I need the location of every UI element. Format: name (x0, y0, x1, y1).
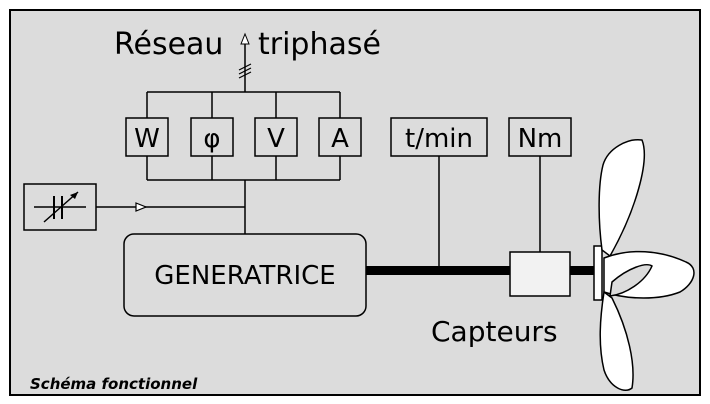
generator-block: GENERATRICE (123, 233, 367, 317)
meter-phi: φ (190, 117, 234, 157)
torque-label: Nm (518, 124, 563, 154)
generator-label: GENERATRICE (154, 261, 335, 291)
network-label: Réseau (114, 27, 223, 62)
torque-meter: Nm (508, 117, 572, 252)
meter-a-label: A (331, 124, 349, 154)
sensors-label: Capteurs (431, 315, 558, 348)
torque-sensor (509, 251, 571, 297)
meter-phi-label: φ (203, 124, 220, 154)
meter-w-label: W (134, 124, 160, 154)
control-line (96, 202, 245, 212)
meter-v: V (254, 117, 298, 157)
variable-capacitor-icon (23, 183, 97, 231)
drive-shaft (366, 266, 596, 275)
diagram-caption: Schéma fonctionnel (30, 375, 198, 393)
diagram-panel (9, 9, 701, 396)
meter-a: A (318, 117, 362, 157)
meter-w: W (125, 117, 169, 157)
network-label-2: triphasé (258, 27, 381, 62)
network-arrow-icon (238, 32, 252, 92)
speed-label: t/min (405, 124, 473, 154)
speed-meter: t/min (390, 117, 488, 270)
propeller-icon (593, 139, 695, 391)
meter-v-label: V (267, 124, 285, 154)
